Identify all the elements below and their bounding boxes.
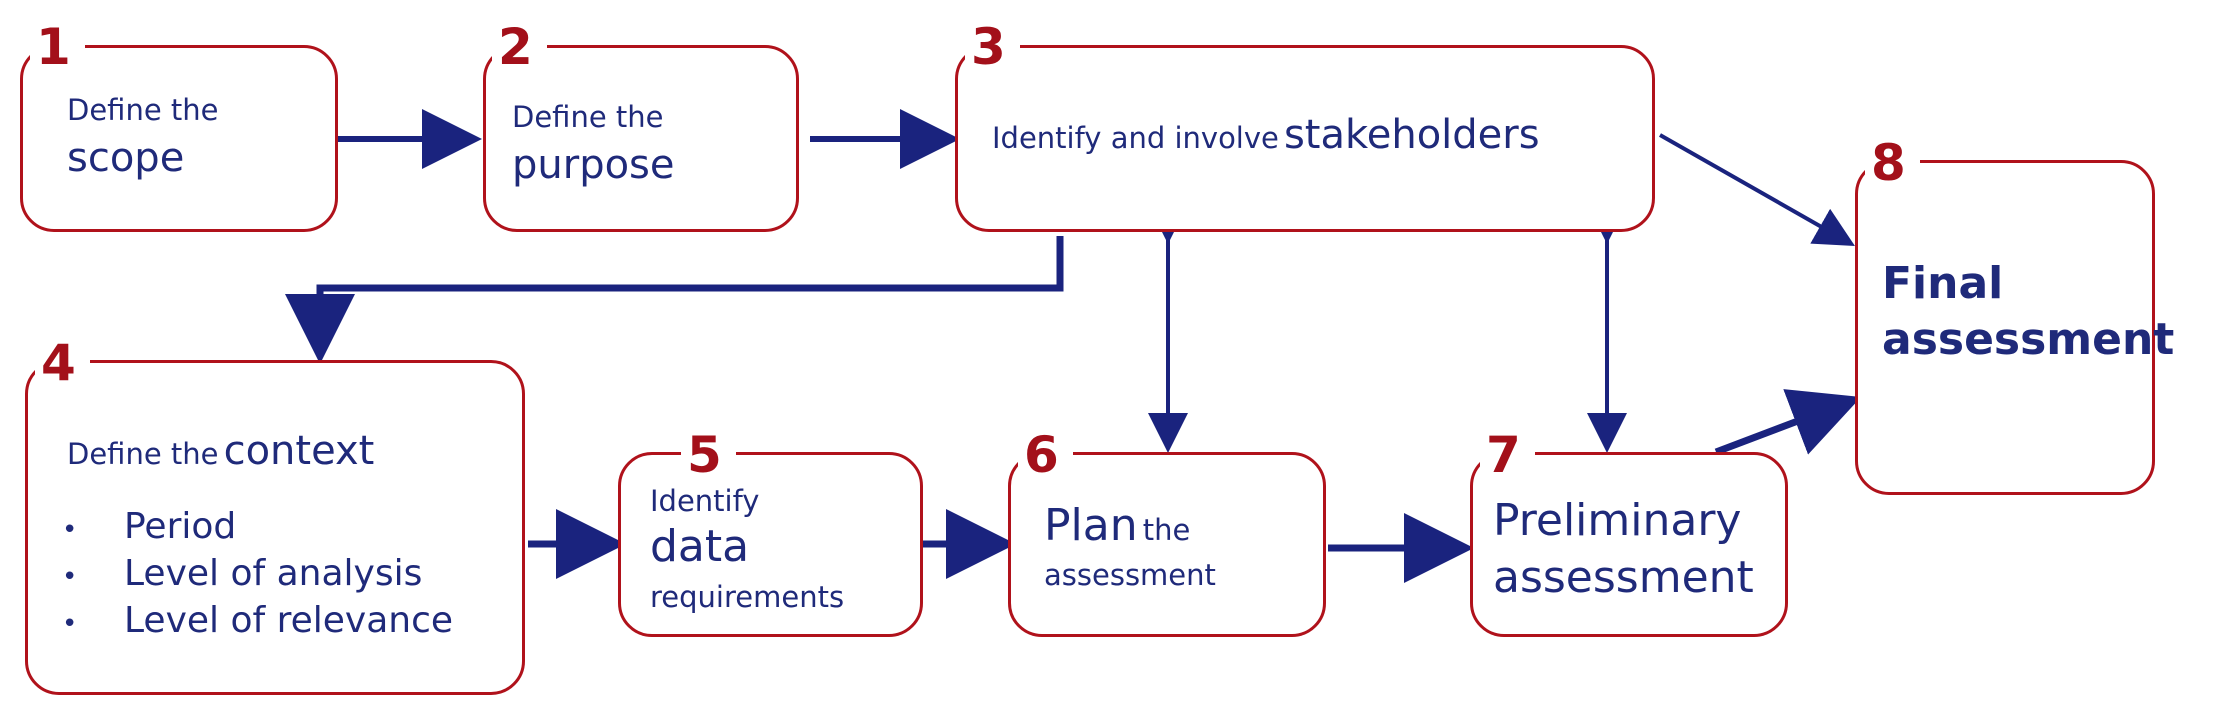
step-5-line3: requirements — [650, 580, 845, 614]
step-8-line2: assessment — [1882, 314, 2175, 365]
step-4-bullet-item: •Level of analysis — [62, 553, 423, 594]
step-1-line1: Define the — [67, 93, 219, 127]
step-7-number: 7 — [1480, 430, 1535, 480]
step-8-box — [1855, 160, 2155, 495]
arrow-3-to-4 — [285, 236, 1064, 364]
step-4-heading: Define the context — [67, 428, 374, 474]
step-8-number: 8 — [1865, 138, 1920, 188]
step-7-line1: Preliminary — [1493, 495, 1742, 546]
step-6-line2: assessment — [1044, 558, 1216, 592]
step-6-large: Plan — [1044, 500, 1138, 551]
step-3-large: stakeholders — [1283, 112, 1540, 158]
step-5-line1: Identify — [650, 484, 760, 518]
step-4-bullet-item: •Period — [62, 506, 237, 547]
step-4-large: context — [223, 428, 375, 474]
arrow-3-to-8 — [1659, 133, 1855, 246]
step-8-line1: Final — [1882, 258, 2004, 309]
step-3-box — [955, 45, 1655, 232]
step-1-line2: scope — [67, 135, 185, 181]
step-6-box — [1008, 452, 1326, 637]
step-4-number: 4 — [35, 338, 90, 388]
step-7-line2: assessment — [1493, 552, 1754, 603]
step-3-text: Identify and involve stakeholders — [992, 112, 1540, 158]
step-4-small: Define the — [67, 437, 219, 471]
arrow-7-to-8 — [1714, 389, 1862, 456]
step-3-number: 3 — [965, 22, 1020, 72]
step-5-box — [618, 452, 923, 637]
step-7-box — [1470, 452, 1788, 637]
step-4-box — [25, 360, 525, 695]
step-2-line2: purpose — [512, 142, 675, 188]
step-5-line2: data — [650, 521, 750, 572]
step-5-number: 5 — [681, 430, 736, 480]
step-6-number: 6 — [1018, 430, 1073, 480]
step-1-box — [20, 45, 338, 232]
step-1-number: 1 — [30, 22, 85, 72]
step-2-line1: Define the — [512, 100, 664, 134]
step-3-small: Identify and involve — [992, 121, 1279, 155]
step-2-number: 2 — [492, 22, 547, 72]
step-4-bullet-list: •Period •Level of analysis •Level of rel… — [62, 505, 453, 646]
step-6-line1: Plan the — [1044, 500, 1190, 551]
step-6-small: the — [1142, 513, 1191, 547]
step-2-box — [483, 45, 799, 232]
step-4-bullet-item: •Level of relevance — [62, 600, 454, 641]
